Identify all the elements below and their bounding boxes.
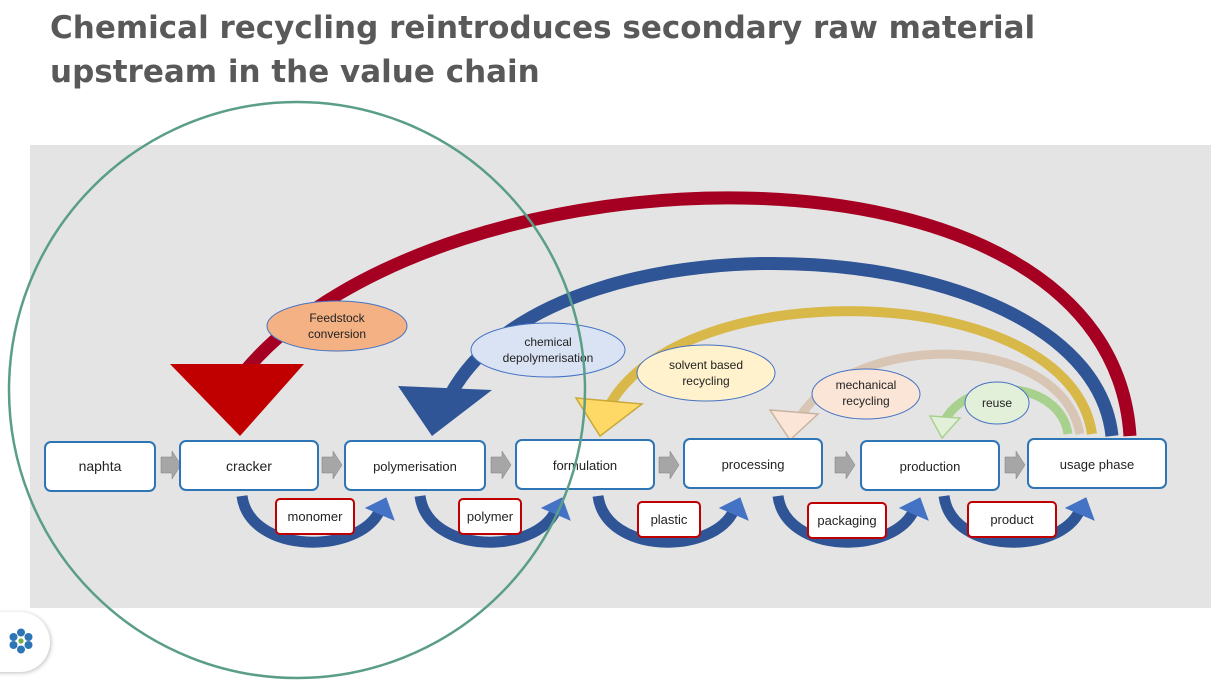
solvent-label-line1: solvent based (669, 358, 743, 372)
reuse-arrowhead-icon (928, 415, 962, 440)
mechanical-arrowhead-icon (768, 409, 820, 442)
stage-connectors (160, 450, 1026, 480)
reuse-label: reuse (964, 381, 1030, 425)
chevron-right-icon (160, 450, 182, 480)
stage-label: polymerisation (373, 459, 457, 474)
stage-label: naphta (79, 458, 122, 474)
intermediate-label: plastic (651, 512, 688, 527)
stage-label: formulation (553, 458, 617, 473)
title-line-2: upstream in the value chain (50, 54, 540, 90)
flow-arrow-4 (772, 494, 929, 548)
stage-usage-phase: usage phase (1027, 438, 1167, 489)
mechanical-label-line1: mechanical (836, 378, 897, 392)
page-title: Chemical recycling reintroduces secondar… (50, 6, 1050, 94)
stage-processing: processing (683, 438, 823, 489)
chevron-right-icon (490, 450, 512, 480)
chevron-right-icon (1004, 450, 1026, 480)
intermediate-label: packaging (817, 513, 876, 528)
depolymerisation-label-line2: depolymerisation (503, 351, 594, 365)
reuse-label-text: reuse (982, 396, 1012, 410)
flow-arrow-1 (236, 494, 395, 548)
feedstock-conversion-label: Feedstock conversion (266, 300, 408, 352)
mechanical-recycling-label: mechanical recycling (811, 368, 921, 420)
solvent-arrowhead-icon (574, 397, 644, 438)
intermediate-monomer: monomer (275, 498, 355, 535)
feedstock-arc (241, 191, 1137, 437)
intermediate-boxes: monomer polymer plastic packaging produc… (275, 498, 1057, 539)
intermediate-label: monomer (288, 509, 344, 524)
feedstock-arrowhead-icon (170, 364, 304, 436)
intermediate-label: product (990, 512, 1034, 527)
flow-arrow-3 (592, 494, 749, 548)
feedstock-label-line2: conversion (308, 327, 366, 341)
solvent-label-line2: recycling (682, 374, 729, 388)
loop-labels: Feedstock conversion chemical depolymeri… (266, 300, 1030, 425)
stage-naphta: naphta (44, 441, 156, 492)
depolymerisation-arc (446, 256, 1119, 437)
chevron-right-icon (658, 450, 680, 480)
solvent-based-recycling-label: solvent based recycling (636, 344, 776, 402)
chevron-right-icon (834, 450, 856, 480)
highlight-circle (7, 100, 587, 680)
depolymerisation-arrowhead-icon (398, 386, 492, 436)
stage-label: cracker (226, 458, 272, 474)
stage-polymerisation: polymerisation (344, 440, 486, 491)
stage-label: production (900, 459, 961, 474)
flow-arrows (236, 494, 1095, 548)
intermediate-packaging: packaging (807, 502, 887, 539)
chemical-depolymerisation-label: chemical depolymerisation (470, 322, 626, 378)
stage-production: production (860, 440, 1000, 491)
intermediate-polymer: polymer (458, 498, 522, 535)
stage-cracker: cracker (179, 440, 319, 491)
flow-arrow-5 (938, 494, 1095, 548)
chevron-right-icon (321, 450, 343, 480)
stage-label: processing (722, 457, 785, 472)
intermediate-product: product (967, 501, 1057, 538)
stage-boxes: naphta cracker polymerisation formulatio… (44, 438, 1167, 492)
company-logo-badge (0, 612, 50, 672)
feedstock-label-line1: Feedstock (309, 311, 365, 325)
title-line-1: Chemical recycling reintroduces secondar… (50, 10, 1036, 46)
depolymerisation-label-line1: chemical (524, 335, 571, 349)
stage-label: usage phase (1060, 457, 1134, 472)
intermediate-label: polymer (467, 509, 514, 524)
intermediate-plastic: plastic (637, 501, 701, 538)
stage-formulation: formulation (515, 439, 655, 490)
mechanical-label-line2: recycling (842, 394, 889, 408)
company-logo-icon (9, 628, 33, 654)
